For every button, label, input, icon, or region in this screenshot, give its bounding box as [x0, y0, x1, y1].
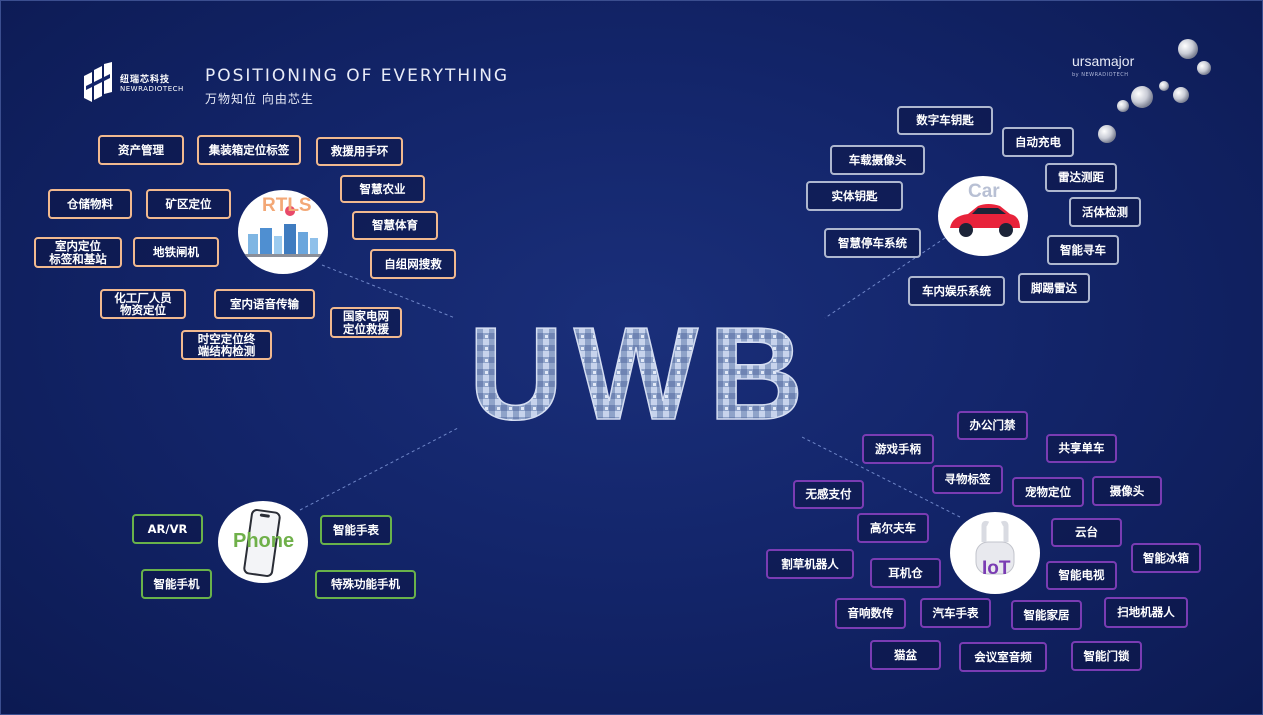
iot-tag: 智能冰箱: [1131, 543, 1201, 573]
brand-name-cn: 纽瑞芯科技: [120, 75, 171, 85]
car-tag: 自动充电: [1002, 127, 1074, 157]
rtls-tag: 室内定位 标签和基站: [34, 237, 122, 268]
subline: 万物知位 向由芯生: [205, 92, 314, 106]
iot-tag: 智能门锁: [1071, 641, 1142, 671]
earbuds-icon: [975, 520, 1015, 575]
iot-tag: 宠物定位: [1012, 477, 1084, 507]
decorative-spheres: [1098, 39, 1211, 143]
iot-tag: 游戏手柄: [862, 434, 934, 464]
phone-hub-label: Phone: [233, 530, 295, 552]
iot-tag: 耳机仓: [870, 558, 941, 588]
rtls-tag: 智慧体育: [352, 211, 438, 240]
car-tag: 雷达测距: [1045, 163, 1117, 192]
phone-tag: 特殊功能手机: [315, 570, 416, 599]
iot-tag: 智能电视: [1046, 561, 1117, 590]
iot-tag: 云台: [1051, 518, 1122, 547]
rtls-tag: 矿区定位: [146, 189, 231, 219]
iot-tag: 汽车手表: [920, 598, 991, 628]
iot-tag: 无感支付: [793, 480, 864, 509]
iot-hub-label: IoT: [982, 558, 1011, 579]
rtls-hub-label: RTLS: [262, 195, 312, 216]
rtls-tag: 资产管理: [98, 135, 184, 165]
phone-tag: AR/VR: [132, 514, 203, 544]
iot-tag: 智能家居: [1011, 600, 1082, 630]
car-tag: 智能寻车: [1047, 235, 1119, 265]
rtls-hub: [238, 190, 328, 274]
car-tag: 实体钥匙: [806, 181, 903, 211]
iot-tag: 割草机器人: [766, 549, 854, 579]
iot-tag: 音响数传: [835, 598, 906, 629]
iot-tag: 会议室音频: [959, 642, 1047, 672]
phone-icon: [243, 509, 281, 577]
brand-logo-icon: [84, 62, 112, 102]
rtls-tag: 仓储物料: [48, 189, 132, 219]
iot-hub: [950, 512, 1040, 594]
brand-name-en: NEWRADIOTECH: [120, 85, 184, 93]
car-tag: 活体检测: [1069, 197, 1141, 227]
partner-sub: by NEWRADIOTECH: [1072, 72, 1129, 78]
rtls-tag: 化工厂人员 物资定位: [100, 289, 186, 319]
iot-tag: 办公门禁: [957, 411, 1028, 440]
rtls-tag: 自组网搜救: [370, 249, 456, 279]
partner-logo-text: ursamajor: [1072, 53, 1135, 69]
uwb-center-logo: UWB: [468, 315, 813, 427]
iot-tag: 摄像头: [1092, 476, 1162, 506]
iot-tag: 高尔夫车: [857, 513, 929, 543]
car-hub-label: Car: [968, 181, 1000, 202]
uwb-text: UWB: [468, 315, 813, 427]
car-tag: 车内娱乐系统: [908, 276, 1005, 306]
iot-tag: 共享单车: [1046, 434, 1117, 463]
iot-tag: 猫盆: [870, 640, 941, 670]
car-tag: 数字车钥匙: [897, 106, 993, 135]
iot-tag: 寻物标签: [932, 465, 1003, 494]
phone-tag: 智能手机: [141, 569, 212, 599]
car-connector: [824, 237, 946, 319]
rtls-tag: 集装箱定位标签: [197, 135, 301, 165]
car-tag: 脚踢雷达: [1018, 273, 1090, 303]
rtls-tag: 智慧农业: [340, 175, 425, 203]
car-tag: 车载摄像头: [830, 145, 925, 175]
car-icon: [950, 204, 1020, 237]
iot-tag: 扫地机器人: [1104, 597, 1188, 628]
rtls-tag: 国家电网 定位救援: [330, 307, 402, 338]
phone-hub: [218, 501, 308, 583]
phone-connector: [299, 427, 459, 511]
rtls-tag: 时空定位终 端结构检测: [181, 330, 272, 360]
headline: POSITIONING OF EVERYTHING: [205, 66, 510, 86]
car-tag: 智慧停车系统: [824, 228, 921, 258]
city-skyline-icon: [244, 206, 322, 257]
phone-tag: 智能手表: [320, 515, 392, 545]
car-hub: [938, 176, 1028, 256]
rtls-tag: 地铁闸机: [133, 237, 219, 267]
rtls-tag: 室内语音传输: [214, 289, 315, 319]
rtls-tag: 救援用手环: [316, 137, 403, 166]
